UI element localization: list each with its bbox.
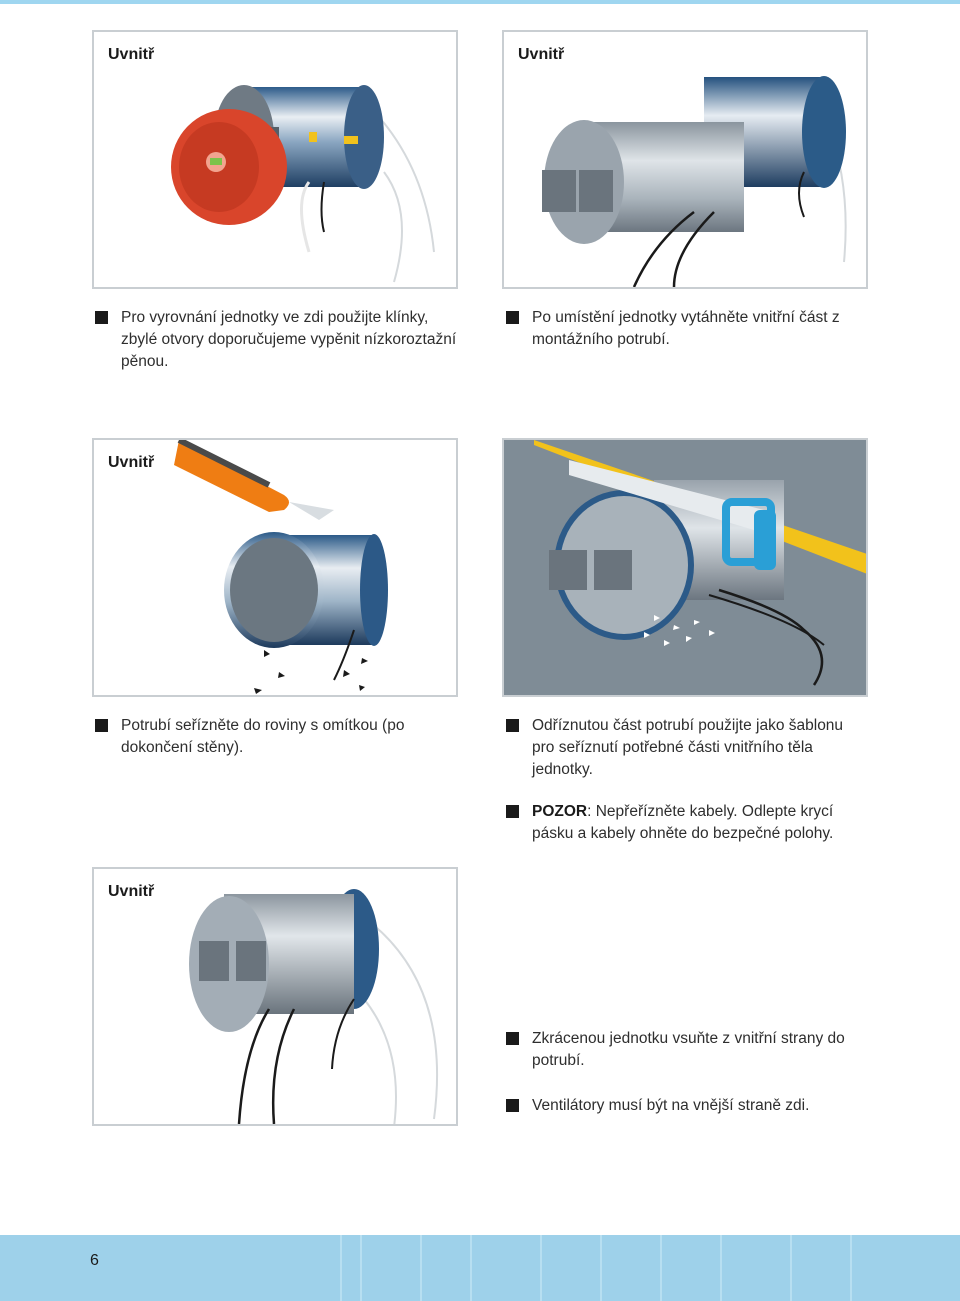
bullet-square-icon [506,1099,519,1112]
insert-unit-illustration [189,889,439,1124]
caption-warning: POZOR: Nepřeřízněte kabely. Odlepte kryc… [506,801,872,845]
top-accent-bar [0,0,960,4]
panel-label: Uvnitř [108,883,155,900]
caption-step-2: Po umístění jednotky vytáhněte vnitřní č… [506,307,852,351]
panel-label: Uvnitř [518,46,565,63]
bullet-square-icon [95,311,108,324]
bullet-square-icon [506,719,519,732]
footer-bar [0,1235,960,1301]
wedge-cap-illustration [171,85,435,283]
caption-step-4: Odříznutou část potrubí použijte jako ša… [506,715,862,781]
illustration-panel-4 [502,438,868,697]
caption-step-3: Potrubí seřízněte do roviny s omítkou (p… [95,715,441,759]
panel-label: Uvnitř [108,46,155,63]
panel-label: Uvnitř [108,454,155,471]
pull-out-illustration [542,76,847,287]
cut-pipe-illustration [174,440,388,694]
saw-template-illustration [534,440,866,686]
bullet-square-icon [506,1032,519,1045]
caption-step-5b: Ventilátory musí být na vnější straně zd… [506,1095,872,1117]
caption-step-5a: Zkrácenou jednotku vsuňte z vnitřní stra… [506,1028,872,1072]
illustration-panel-1: Uvnitř [92,30,458,289]
illustration-panel-3: Uvnitř [92,438,458,697]
warning-label: POZOR [532,803,588,820]
bullet-square-icon [506,805,519,818]
illustration-panel-5: Uvnitř [92,867,458,1126]
illustration-panel-2: Uvnitř [502,30,868,289]
bullet-square-icon [506,311,519,324]
bullet-square-icon [95,719,108,732]
caption-step-1: Pro vyrovnání jednotky ve zdi použijte k… [95,307,461,373]
page-number: 6 [90,1252,99,1269]
